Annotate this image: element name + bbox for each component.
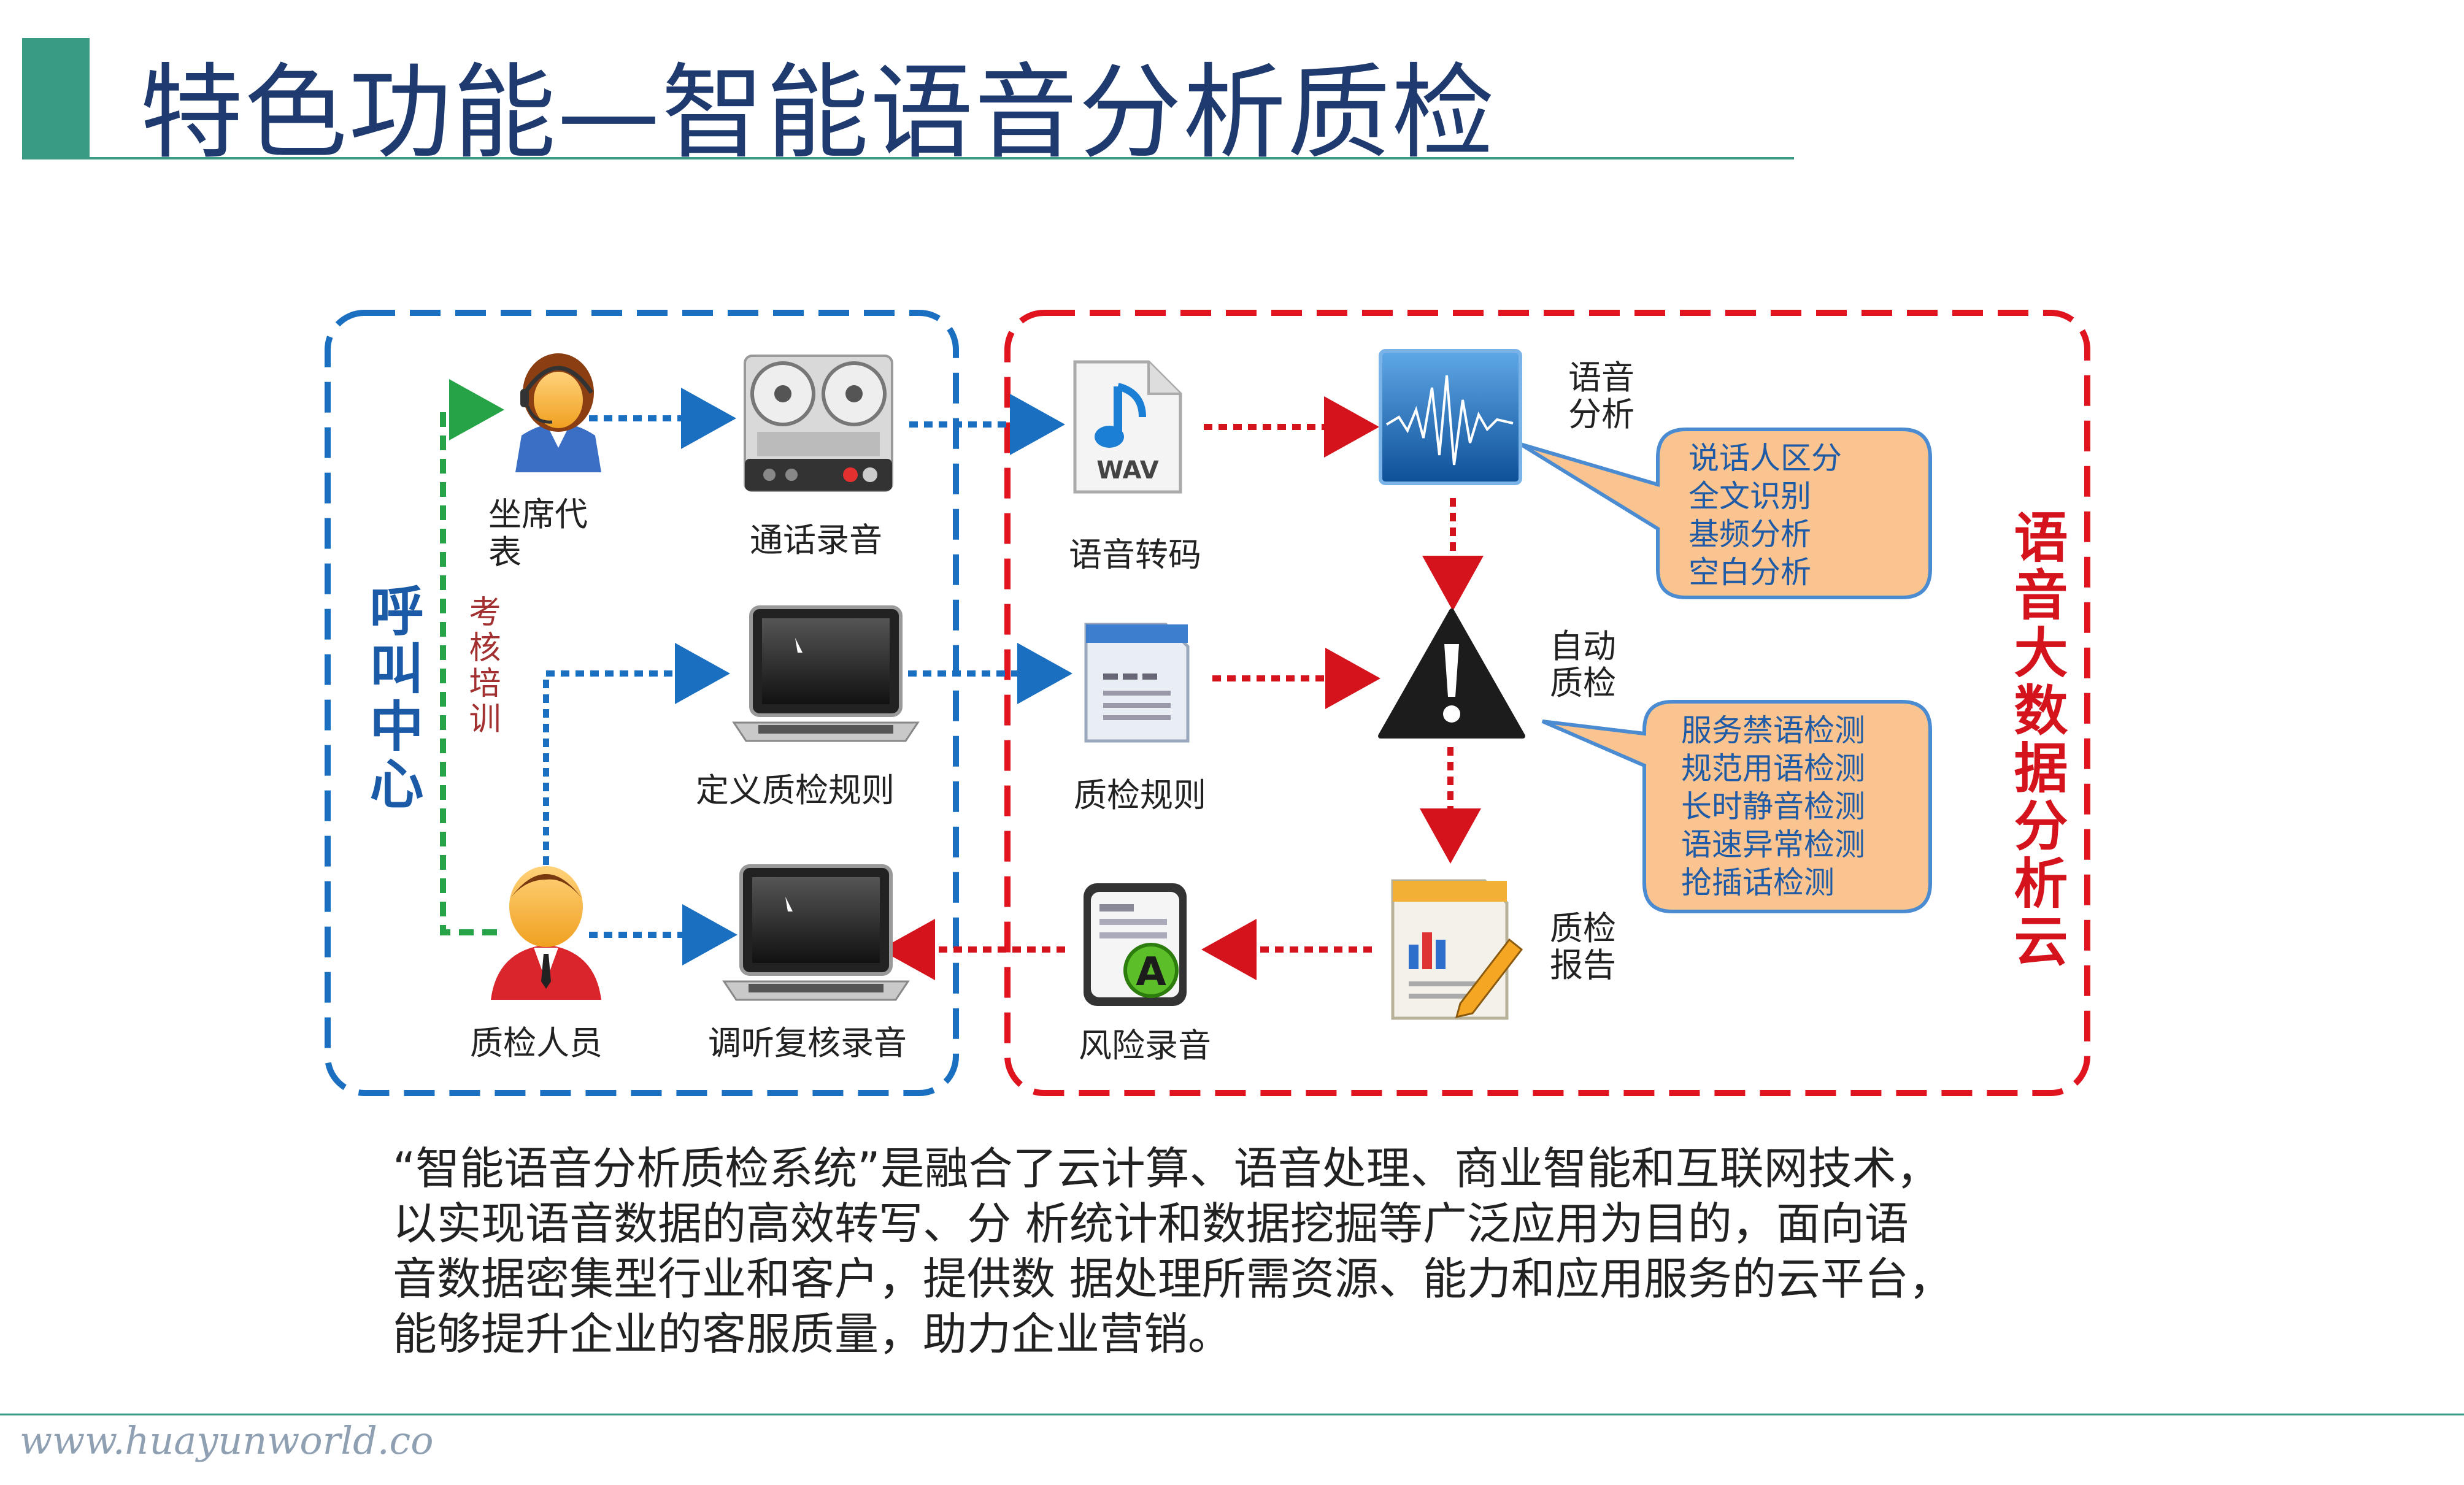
qc-bubble-list: 服务禁语检测 规范用语检测 长时静音检测 语速异常检测 抢插话检测 [1681,712,1865,902]
risk-recording-icon: A [1084,883,1187,1006]
call-recording-label: 通话录音 [750,521,882,559]
analysis-item: 说话人区分 [1688,440,1842,476]
page-title: 特色功能—智能语音分析质检 [140,53,1496,173]
agent-headset-icon [515,353,601,472]
wav-tag: WAV [1096,456,1159,485]
define-rules-label: 定义质检规则 [696,771,895,810]
footer-divider [0,1413,2464,1416]
auto-qc-label: 自动质检 [1550,627,1616,702]
laptop-review-icon [722,864,910,1001]
svg-text:A: A [1136,950,1166,995]
description-paragraph: “智能语音分析质检系统”是融合了云计算、语音处理、商业智能和互联网技术， 以实现… [393,1141,2111,1362]
warning-icon [1378,608,1525,739]
analysis-item: 基频分析 [1688,516,1811,552]
risk-recording-label: 风险录音 [1079,1026,1211,1065]
inspector-label: 质检人员 [470,1024,603,1062]
cloud-label: 语音大数据分析云 [2005,509,2068,970]
qc-item: 服务禁语检测 [1681,713,1865,748]
inspector-person-icon [491,866,601,1000]
cloud-box [1004,310,2090,1096]
waveform-icon [1379,349,1522,485]
description-line: “智能语音分析质检系统”是融合了云计算、语音处理、商业智能和互联网技术， [393,1143,1941,1194]
qc-item: 规范用语检测 [1681,751,1865,786]
analysis-bubble-list: 说话人区分 全文识别 基频分析 空白分析 [1688,439,1842,591]
title-accent-bar [22,38,90,158]
call-center-label: 呼叫中心 [361,583,424,813]
description-line: 能够提升企业的客服质量，助力企业营销。 [393,1308,1233,1360]
analysis-bubble [1519,428,1932,599]
qc-report-label: 质检报告 [1550,909,1616,984]
analysis-item: 空白分析 [1688,554,1811,590]
training-loop-line [440,379,504,935]
footer-url[interactable]: www.huayunworld.co [20,1418,434,1463]
laptop-define-rules-icon [732,605,920,742]
qc-item: 长时静音检测 [1681,789,1865,824]
speech-analysis-label: 语音分析 [1568,358,1634,434]
transcode-label: 语音转码 [1069,535,1201,574]
tape-recorder-icon [744,355,893,492]
agent-label: 坐席代表 [488,495,588,572]
wav-file-icon: WAV [1073,360,1182,494]
arrow-inspector-to-rules [543,643,730,865]
call-center-box [325,310,959,1096]
qc-item: 语速异常检测 [1681,827,1865,862]
qc-report-icon [1391,879,1523,1020]
training-label: 考核培训 [463,595,500,737]
qc-rules-label: 质检规则 [1074,776,1206,815]
analysis-item: 全文识别 [1688,478,1811,514]
qc-bubble [1541,700,1932,913]
qc-item: 抢插话检测 [1681,865,1835,900]
description-line: 以实现语音数据的高效转写、分 析统计和数据挖掘等广泛应用为目的，面向语 [393,1198,1909,1249]
review-recording-label: 调听复核录音 [708,1024,907,1062]
description-line: 音数据密集型行业和客户，提供数 据处理所需资源、能力和应用服务的云平台， [393,1253,1953,1305]
qc-rules-document-icon [1084,623,1190,743]
